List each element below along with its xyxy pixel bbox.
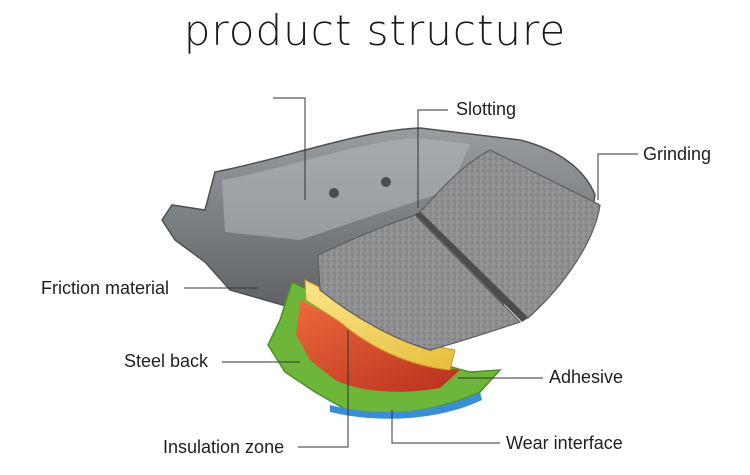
slot-groove [415,212,528,322]
rivet-right [381,177,391,187]
label-slotting: Slotting [456,99,517,119]
leader-lines [184,97,638,448]
leader-insulation [298,330,349,448]
label-wear-interface: Wear interface [506,433,623,453]
page-title: product structure [183,6,567,55]
friction-material [317,149,601,351]
leader-slotting [417,109,448,208]
leader-top-plate [273,97,306,200]
friction-block-right [419,149,601,319]
label-insulation-zone: Insulation zone [163,437,285,457]
label-friction-material: Friction material [41,278,170,298]
label-grinding: Grinding [643,144,712,164]
label-adhesive: Adhesive [549,367,624,387]
leader-wear [391,410,500,444]
rivet-left [329,188,339,198]
leader-grinding [597,153,638,200]
blue-layer [330,392,482,419]
friction-block-left [317,214,522,351]
label-steel-back: Steel back [124,351,209,371]
